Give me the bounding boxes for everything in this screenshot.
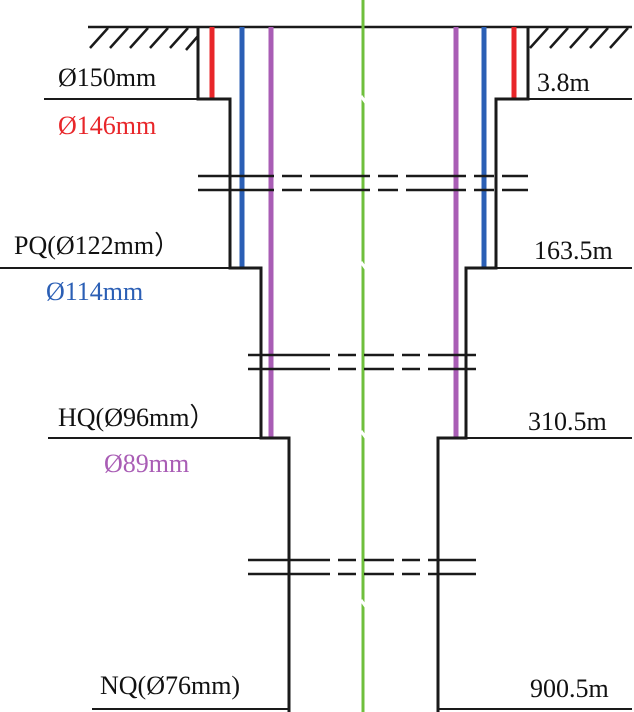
hole-label-hq: HQ(Ø96mm）: [58, 403, 215, 432]
hole-wall-right: [436, 27, 530, 712]
depth-lines: [0, 98, 632, 710]
casing-label-146: Ø146mm: [58, 111, 156, 140]
casing-label-89: Ø89mm: [104, 449, 189, 478]
break-symbol-1: [198, 174, 528, 192]
casing-146-lines: [209, 27, 517, 98]
hole-label-150: Ø150mm: [58, 63, 156, 92]
depth-label-3-8: 3.8m: [537, 68, 590, 97]
ground-hatch-left: [88, 25, 199, 51]
depth-label-310-5: 310.5m: [528, 407, 607, 436]
break-symbol-2: [248, 353, 476, 371]
ground-hatch-right: [528, 25, 632, 49]
hole-label-nq: NQ(Ø76mm): [100, 671, 240, 700]
casing-114-lines: [239, 27, 487, 268]
centerline-break-ticks: [359, 95, 368, 608]
depth-label-163-5: 163.5m: [534, 236, 613, 265]
break-symbol-3: [248, 558, 476, 576]
hole-label-pq: PQ(Ø122mm）: [14, 231, 180, 260]
hole-wall-left: [196, 27, 291, 712]
depth-label-900-5: 900.5m: [530, 674, 609, 703]
casing-label-114: Ø114mm: [46, 277, 143, 306]
